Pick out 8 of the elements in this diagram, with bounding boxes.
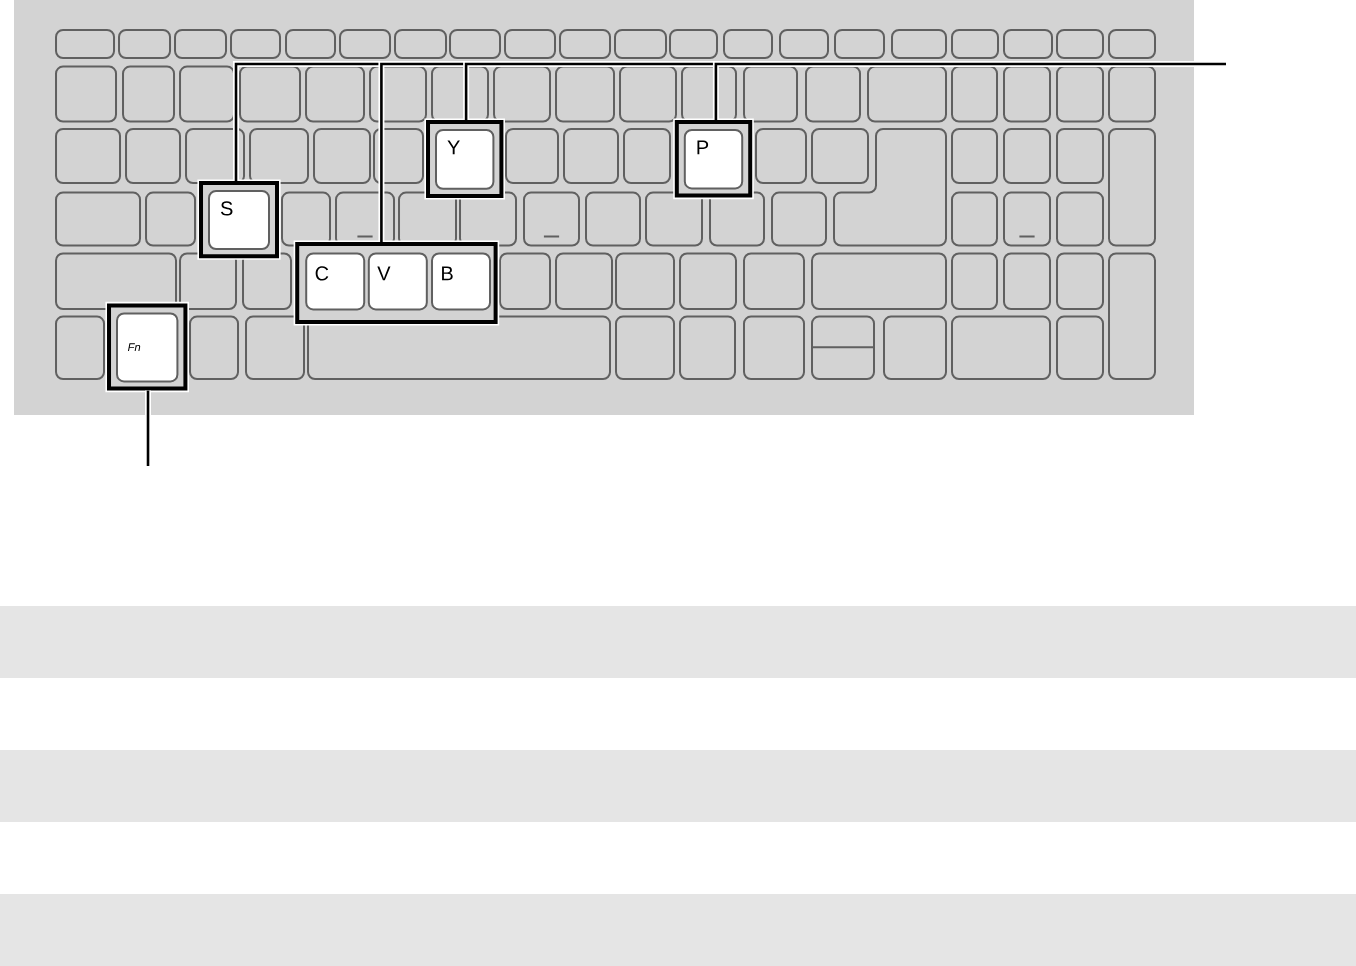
letter-key: V bbox=[367, 252, 428, 311]
leader-line bbox=[145, 390, 151, 466]
leader-line bbox=[712, 61, 1226, 120]
highlighted-key: P bbox=[673, 118, 754, 200]
letter-key: B bbox=[431, 252, 491, 311]
highlighted-key: S bbox=[197, 179, 281, 260]
letter-key: C bbox=[305, 252, 366, 311]
highlighted-key: Y bbox=[424, 118, 505, 200]
